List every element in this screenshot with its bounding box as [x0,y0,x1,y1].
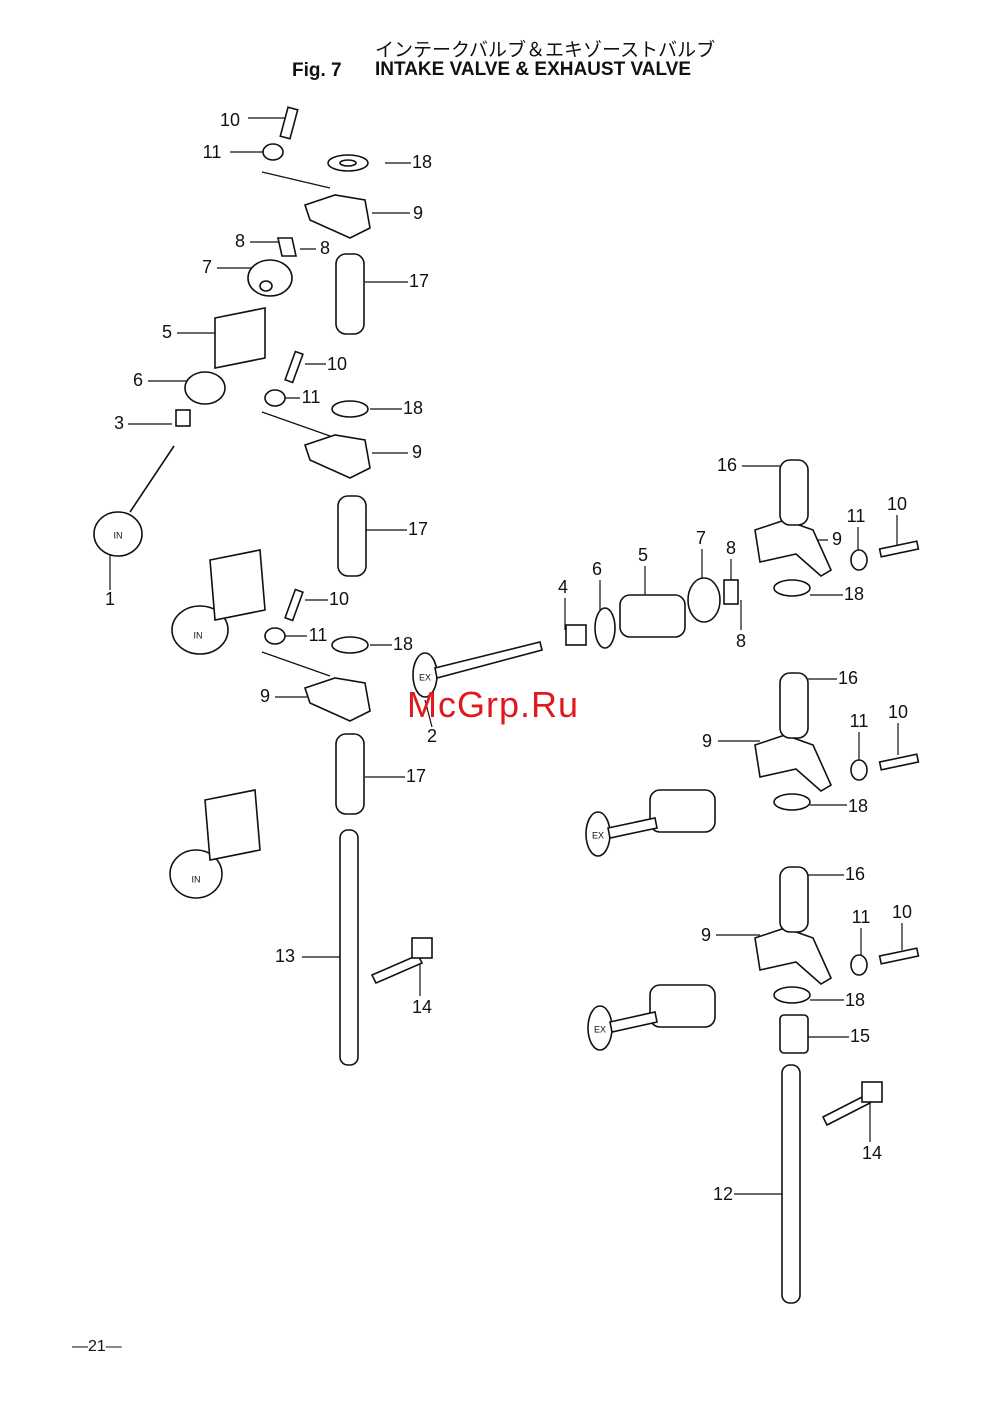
callout: 15 [850,1026,870,1046]
callout: 10 [888,702,908,722]
svg-text:EX: EX [594,1024,606,1034]
callout: 18 [393,634,413,654]
callout: 10 [329,589,349,609]
callout: 16 [845,864,865,884]
callout: 11 [852,907,871,927]
leader-lines [109,117,903,1195]
svg-text:IN: IN [114,530,123,540]
callout: 7 [202,257,212,277]
callout: 9 [260,686,270,706]
callout: 10 [892,902,912,922]
callout: 18 [848,796,868,816]
callout: 6 [592,559,602,579]
callout: 5 [162,322,172,342]
callout: 11 [847,506,866,526]
callout: 11 [309,625,328,645]
callout: 9 [413,203,423,223]
callout: 10 [887,494,907,514]
callout: 8 [736,631,746,651]
part-drawings [93,106,920,1304]
svg-text:IN: IN [194,630,203,640]
callout: 9 [832,529,842,549]
page-number: —21— [72,1338,122,1355]
callout: 4 [558,577,568,597]
callout-numbers: 1 2 3 5 6 7 8 8 9 10 11 17 18 10 11 18 9… [105,110,912,1204]
callout: 16 [838,668,858,688]
callout: 17 [408,519,428,539]
springs [335,253,809,1028]
callout: 8 [726,538,736,558]
rocker-arms [303,194,833,985]
callout: 17 [409,271,429,291]
callout: 9 [702,731,712,751]
callout: 10 [220,110,240,130]
callout: 13 [275,946,295,966]
callout: 10 [327,354,347,374]
watermark: McGrp.Ru [407,684,580,725]
svg-text:IN: IN [192,874,201,884]
svg-text:EX: EX [419,672,431,682]
callout: 18 [845,990,865,1010]
figure-label: Fig. 7 [292,60,342,81]
callout: 9 [701,925,711,945]
callout: 7 [696,528,706,548]
callout: 14 [412,997,432,1017]
callout: 5 [638,545,648,565]
callout: 3 [114,413,124,433]
callout: 11 [302,387,321,407]
callout: 12 [713,1184,733,1204]
callout: 17 [406,766,426,786]
callout: 11 [203,142,222,162]
callout: 18 [403,398,423,418]
callout: 18 [844,584,864,604]
title-japanese: インテークバルブ＆エキゾーストバルブ [375,40,716,61]
callout: 14 [862,1143,882,1163]
title-english: INTAKE VALVE & EXHAUST VALVE [375,59,691,80]
callout: 8 [235,231,245,251]
callout: 16 [717,455,737,475]
callout: 1 [105,589,115,609]
callout: 6 [133,370,143,390]
callout: 9 [412,442,422,462]
callout: 2 [427,726,437,746]
callout: 8 [320,238,330,258]
svg-text:EX: EX [592,830,604,840]
callout: 11 [850,711,869,731]
callout: 18 [412,152,432,172]
valve-marks: IN IN IN EX EX EX [114,530,607,1034]
